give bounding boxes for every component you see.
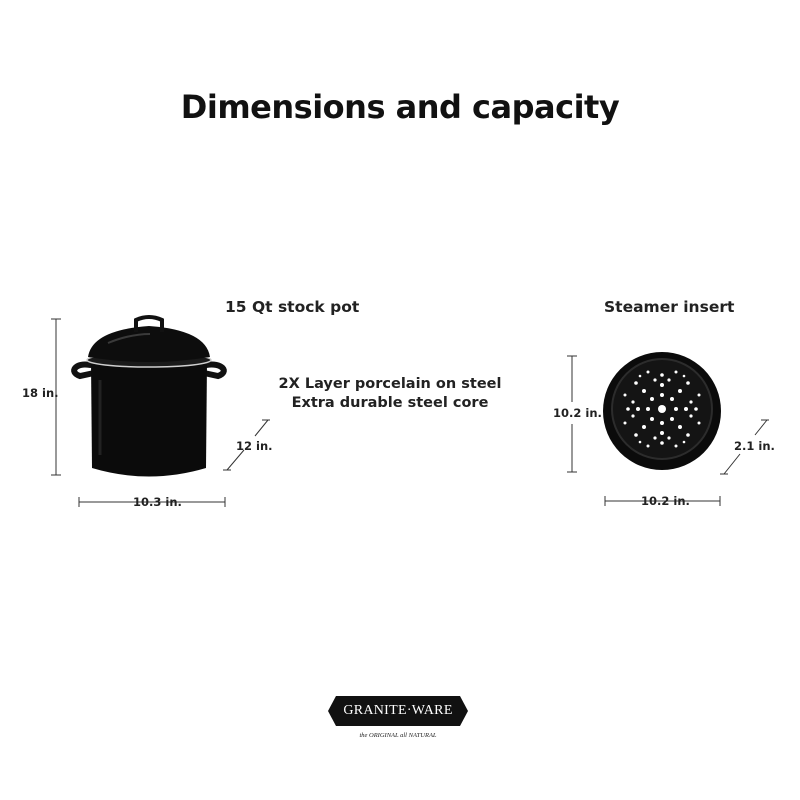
- brand-logo-badge: [328, 696, 468, 726]
- brand-tagline: the ORIGINAL all NATURAL: [359, 732, 437, 739]
- steamer-label: Steamer insert: [604, 298, 735, 316]
- feature-steel-core: Extra durable steel core: [291, 395, 489, 411]
- stock-pot-dimension-lines: [51, 318, 270, 507]
- stock-pot-image: [71, 315, 227, 477]
- page-title: Dimensions and capacity: [180, 88, 620, 126]
- steamer-insert-image: [603, 352, 721, 470]
- feature-porcelain: 2X Layer porcelain on steel: [278, 376, 502, 392]
- steamer-holes: [623, 370, 701, 448]
- stock-pot-height: 18 in.: [22, 386, 59, 400]
- steamer-depth: 2.1 in.: [734, 439, 775, 453]
- features-list: 2X Layer porcelain on steel Extra durabl…: [250, 375, 530, 413]
- stock-pot-label: 15 Qt stock pot: [225, 298, 360, 316]
- stock-pot-width: 10.3 in.: [133, 495, 182, 509]
- brand-name: GRANITE·WARE: [343, 703, 453, 718]
- steamer-width: 10.2 in.: [641, 494, 690, 508]
- stock-pot-depth: 12 in.: [236, 439, 273, 453]
- brand-logo: GRANITE·WARE: [330, 694, 466, 728]
- steamer-height: 10.2 in.: [553, 406, 602, 420]
- steamer-dimension-lines: [567, 355, 769, 506]
